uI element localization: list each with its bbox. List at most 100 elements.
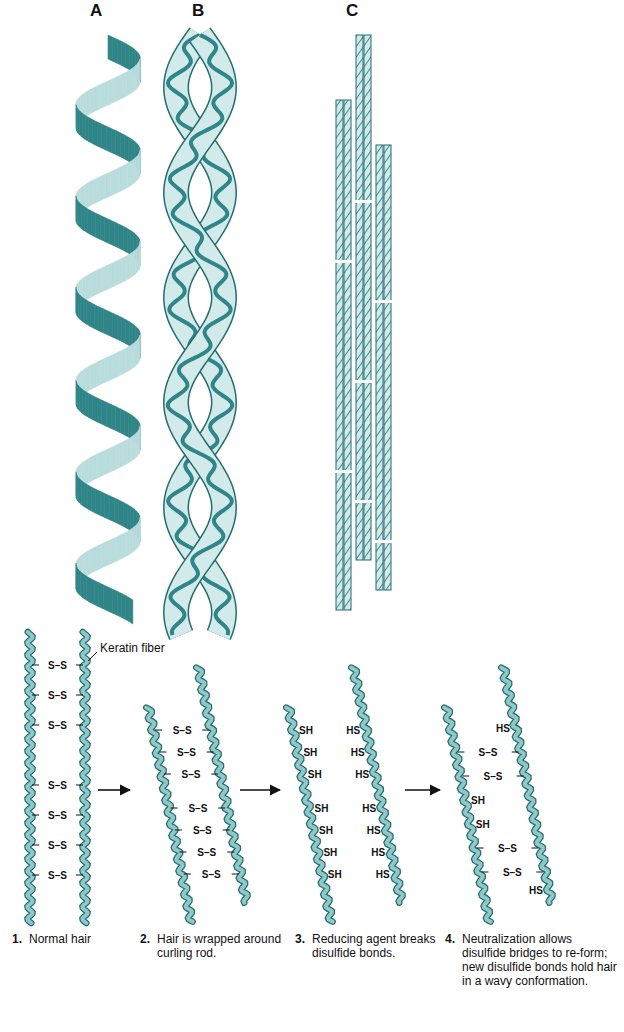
helix-segment	[105, 494, 110, 520]
helix-segment	[122, 72, 126, 98]
helix-segment	[117, 259, 121, 285]
bond-stub	[171, 808, 178, 809]
helix-segment	[130, 344, 133, 370]
sulfhydryl-group: HS	[362, 803, 376, 814]
disulfide-bond: S–S	[48, 870, 67, 881]
helix-segment	[105, 218, 110, 244]
helix-segment	[120, 409, 124, 435]
bond-stub	[155, 730, 162, 731]
step-caption: 4.Neutralization allows disulfide bridge…	[445, 932, 617, 989]
helix-segment	[84, 367, 87, 393]
helix-segment	[133, 65, 136, 91]
sulfhydryl-group: HS	[367, 825, 381, 836]
bond-stub	[517, 776, 524, 777]
keratin-fiber	[27, 632, 32, 923]
helix-segment	[89, 118, 93, 144]
helix-segment	[135, 248, 137, 274]
disulfide-bond: S–S	[503, 867, 522, 878]
disulfide-bond: S–S	[173, 725, 192, 736]
helix-segment	[120, 165, 124, 191]
bond-stub	[76, 725, 83, 726]
sulfhydryl-group: HS	[496, 723, 510, 734]
helix-segment	[125, 254, 129, 280]
filament-strand	[356, 35, 363, 560]
alpha-helix	[76, 35, 140, 624]
helix-segment	[98, 268, 103, 294]
helix-segment	[102, 400, 107, 426]
helix-segment	[116, 407, 121, 433]
helix-segment	[94, 304, 98, 330]
helix-segment	[103, 541, 108, 567]
helix-segment	[81, 205, 84, 231]
helix-segment	[79, 478, 81, 504]
helix-segment	[104, 357, 109, 383]
helix-segment	[97, 398, 102, 424]
helix-segment	[80, 296, 83, 322]
bond-stub	[531, 848, 538, 849]
step-text: Reducing agent breaks disulfide bonds.	[312, 932, 440, 960]
helix-segment	[134, 157, 136, 183]
helix-segment	[88, 485, 92, 511]
fiber-outline	[82, 632, 87, 923]
helix-segment	[120, 133, 124, 159]
sulfhydryl-group: HS	[355, 769, 369, 780]
helix-segment	[112, 537, 117, 563]
helix-segment	[128, 437, 131, 463]
helix-segment	[128, 413, 131, 439]
fiber-outline	[27, 632, 32, 923]
tube-helix	[168, 35, 232, 635]
helix-segment	[118, 350, 122, 376]
helix-segment	[125, 135, 129, 161]
helix-segment	[124, 163, 128, 189]
sulfhydryl-group: HS	[371, 847, 385, 858]
bond-stub	[175, 830, 182, 831]
filament-gap	[375, 540, 392, 543]
keratin-fiber	[444, 708, 490, 922]
fiber-outline	[351, 668, 402, 903]
step-caption: 2.Hair is wrapped around curling rod.	[140, 932, 288, 960]
bond-stub	[76, 875, 83, 876]
helix-segment	[135, 524, 137, 550]
sulfhydryl-group: HS	[346, 725, 360, 736]
helix-segment	[91, 87, 95, 113]
helix-segment	[86, 274, 90, 300]
helix-segment	[122, 318, 126, 344]
helix-segment	[126, 320, 130, 346]
step-number: 2.	[140, 932, 157, 960]
helix-segment	[114, 222, 119, 248]
bond-stub	[32, 695, 39, 696]
helix-segment	[117, 535, 121, 561]
bond-stub	[76, 815, 83, 816]
filament-gap	[355, 200, 372, 203]
helix-segment	[123, 348, 127, 374]
helix-segment	[96, 213, 101, 239]
helix-segment	[113, 313, 118, 339]
helix-segment	[123, 502, 127, 528]
helix-segment	[126, 596, 130, 622]
helix-segment	[132, 526, 135, 552]
helix-segment	[116, 131, 121, 157]
helix-segment	[85, 115, 89, 141]
keratin-fibers	[27, 632, 552, 923]
helix-segment	[124, 439, 128, 465]
helix-segment	[106, 402, 111, 428]
helix-segment	[86, 300, 90, 326]
helix-segment	[119, 500, 123, 526]
helix-segment	[114, 76, 119, 102]
helix-segment	[80, 572, 83, 598]
leader-line	[88, 652, 97, 661]
helix-segment	[88, 181, 92, 207]
bond-stub	[481, 872, 488, 873]
helix-segment	[102, 124, 107, 150]
helix-segment	[86, 550, 90, 576]
helix-segment	[82, 113, 85, 139]
helix-segment	[121, 533, 125, 559]
part-label: Keratin fiber	[100, 642, 165, 655]
helix-segment	[84, 92, 87, 118]
step-caption: 1.Normal hair	[12, 932, 134, 946]
sulfhydryl-group: SH	[299, 725, 313, 736]
helix-segment	[80, 387, 82, 413]
helix-segment	[103, 309, 108, 335]
bond-stub	[76, 695, 83, 696]
disulfide-bond: S–S	[202, 869, 221, 880]
